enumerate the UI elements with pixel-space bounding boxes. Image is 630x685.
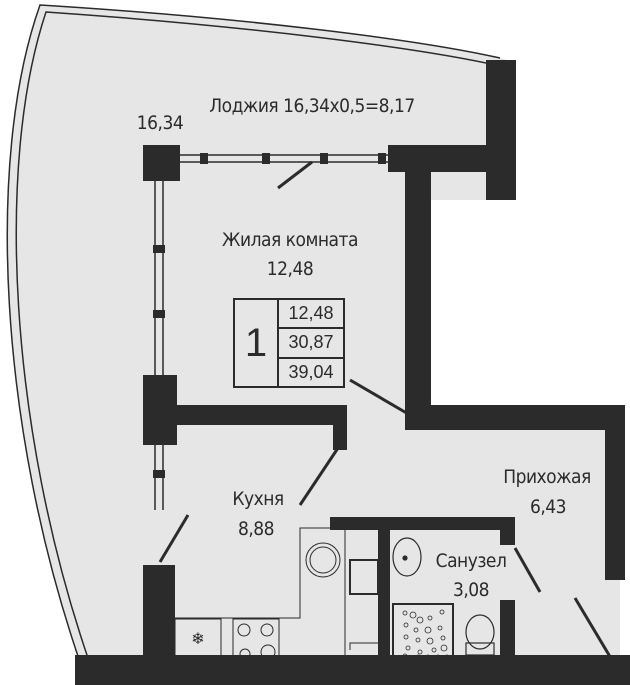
svg-text:❄: ❄ xyxy=(191,631,204,648)
living-area-value: 12,48 xyxy=(279,300,343,330)
walls xyxy=(75,60,630,685)
window-frames xyxy=(153,153,386,478)
kitchen-furniture: ❄ xyxy=(174,527,379,660)
kitchen-area: 8,88 xyxy=(237,518,275,540)
bathroom-area: 3,08 xyxy=(452,579,490,601)
loggia-area-label: 16,34 xyxy=(136,112,184,134)
living-room-name: Жилая комната xyxy=(222,229,358,251)
kitchen-name: Кухня xyxy=(232,488,284,510)
rooms-count: 1 xyxy=(235,300,279,386)
living-room-area: 12,48 xyxy=(266,258,314,280)
hall-area: 6,43 xyxy=(529,496,567,518)
doors xyxy=(158,160,614,661)
bathroom-name: Санузел xyxy=(435,550,507,572)
bathroom-fixtures xyxy=(392,537,495,665)
shower-tray-dots xyxy=(402,609,450,660)
loggia-railing xyxy=(6,4,501,663)
total-with-loggia-value: 39,04 xyxy=(288,361,334,382)
total-area-value: 30,87 xyxy=(279,329,343,359)
area-summary-table: 1 12,48 30,87 39,04 xyxy=(233,298,345,388)
loggia-label: Лоджия 16,34x0,5=8,17 xyxy=(209,95,415,117)
hall-name: Прихожая xyxy=(503,466,591,488)
